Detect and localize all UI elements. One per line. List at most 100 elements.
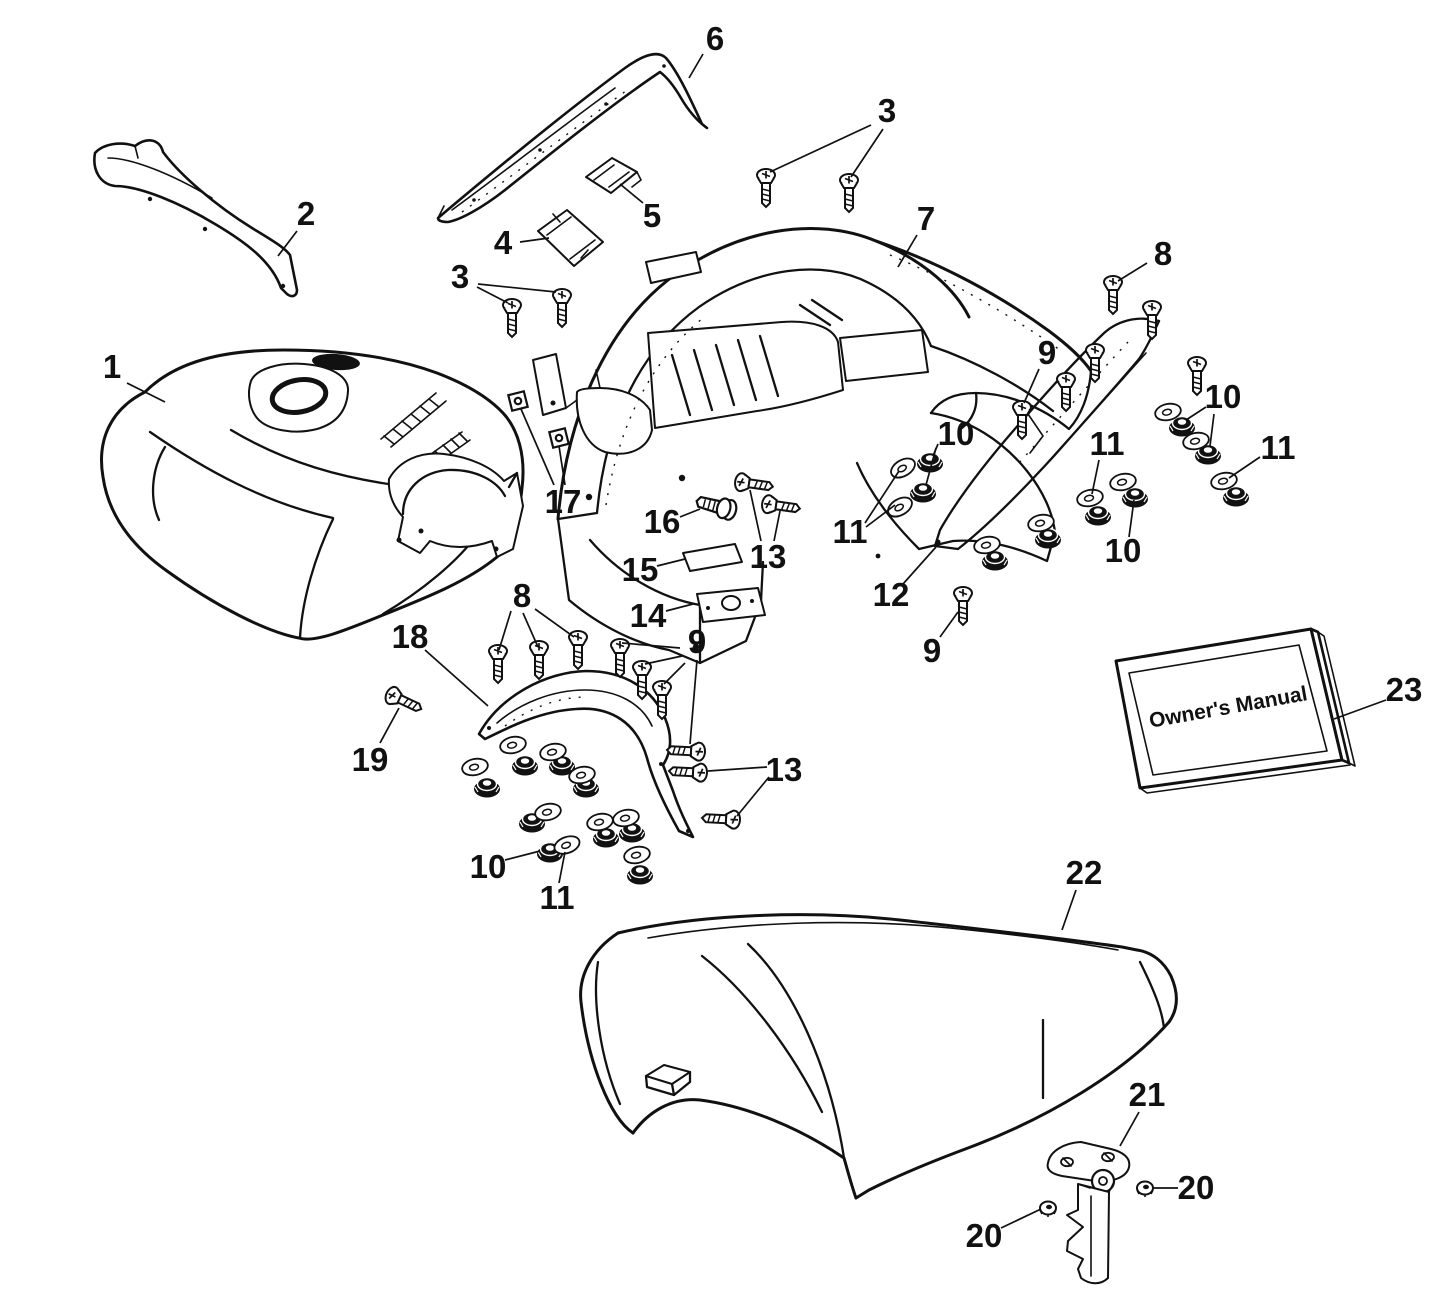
leader-line-10 [1209, 413, 1215, 447]
seat-part-22 [579, 913, 1178, 1200]
callout-number-11: 11 [1090, 425, 1125, 462]
callout-number-13: 13 [750, 538, 787, 575]
callout-number-11: 11 [540, 879, 575, 916]
leader-line-16 [679, 508, 701, 518]
cap-nut-icon [1039, 1200, 1057, 1218]
screw-icon [702, 809, 741, 829]
callout-number-9: 9 [1038, 334, 1056, 371]
leader-line-10 [1185, 406, 1207, 421]
leader-line-9 [1023, 368, 1040, 404]
flange-nut-icon [473, 776, 501, 799]
leader-line-10 [925, 447, 937, 486]
leader-line-10 [1128, 499, 1135, 538]
callout-number-19: 19 [352, 741, 389, 778]
pad-part-15 [682, 543, 743, 572]
callout-number-8: 8 [513, 577, 531, 614]
flange-nut-icon [909, 481, 937, 504]
callout-number-2: 2 [297, 195, 315, 232]
leader-line-2 [277, 230, 298, 257]
screw-icon [1187, 356, 1207, 396]
leader-line-4 [519, 237, 550, 243]
callout-number-23: 23 [1386, 671, 1423, 708]
callout-number-12: 12 [873, 576, 910, 613]
leader-line-9 [644, 655, 683, 665]
screw-icon [529, 640, 549, 680]
flange-nut-icon [626, 863, 654, 886]
leader-line-9 [621, 642, 681, 649]
screw-icon [552, 288, 572, 328]
screw-icon [1012, 400, 1032, 440]
screw-icon [667, 741, 706, 761]
leader-line-5 [619, 183, 644, 204]
callout-number-3: 3 [878, 92, 896, 129]
screw-icon [761, 494, 801, 517]
side-trim-strip-part-12 [933, 317, 1161, 551]
plate-part-14 [696, 587, 766, 623]
leader-line-14 [665, 603, 694, 612]
callout-number-10: 10 [470, 848, 507, 885]
leader-line-22 [1061, 889, 1077, 931]
callout-number-10: 10 [1205, 378, 1242, 415]
leader-line-17 [558, 445, 566, 486]
leader-line-8 [498, 610, 512, 651]
fender-flare-part-18 [477, 669, 695, 839]
leader-line-12 [902, 546, 937, 585]
leader-line-3 [769, 124, 872, 173]
leader-line-20 [1000, 1208, 1042, 1229]
screw-icon [1056, 372, 1076, 412]
callout-number-3: 3 [451, 258, 469, 295]
square-clip-icon [507, 390, 529, 412]
owners-manual-book: Owner's Manual [1114, 627, 1356, 794]
rear-body-part-7 [532, 226, 1093, 665]
callout-number-6: 6 [706, 20, 724, 57]
washer-icon [621, 843, 653, 867]
flange-nut-icon [511, 754, 539, 777]
callout-number-22: 22 [1066, 854, 1103, 891]
leader-line-15 [656, 558, 686, 567]
flange-nut-icon [1084, 504, 1112, 527]
callout-number-13: 13 [766, 751, 803, 788]
leader-line-11 [865, 504, 896, 528]
leader-line-13 [773, 510, 781, 542]
washer-icon [886, 453, 920, 483]
leader-line-8 [522, 612, 539, 648]
leader-line-19 [379, 707, 400, 744]
callout-number-10: 10 [1105, 532, 1142, 569]
leader-line-9 [689, 659, 698, 745]
screw-icon [502, 298, 522, 338]
screw-icon [953, 586, 973, 626]
screw-icon [1103, 275, 1123, 315]
front-right-trim-strip-part-6 [436, 52, 709, 224]
callout-number-18: 18 [392, 618, 429, 655]
screw-icon [756, 168, 776, 208]
front-left-trim-strip-part-2 [93, 139, 299, 298]
leader-line-9 [663, 662, 686, 685]
leader-line-11 [558, 851, 566, 884]
screw-icon [568, 630, 588, 670]
cap-nut-icon [1136, 1180, 1154, 1198]
leader-line-7 [897, 234, 918, 268]
leader-line-3 [850, 128, 884, 178]
callout-number-11: 11 [1261, 429, 1296, 466]
leader-line-3 [476, 286, 509, 304]
leader-line-8 [1117, 262, 1148, 282]
leader-line-6 [688, 53, 704, 79]
callout-number-4: 4 [494, 224, 513, 261]
seat-latch-bracket-part-21 [1046, 1141, 1131, 1285]
screw-icon [839, 173, 859, 213]
leader-line-11 [864, 470, 900, 524]
leader-line-8 [534, 608, 575, 638]
leader-line-23 [1333, 699, 1387, 720]
leader-line-9 [939, 611, 959, 638]
screw-icon [488, 644, 508, 684]
leader-line-18 [424, 649, 489, 707]
flange-nut-icon [1222, 485, 1250, 508]
owners-manual-title: Owner's Manual [1147, 682, 1309, 732]
callout-number-16: 16 [644, 503, 681, 540]
washer-icon [532, 800, 564, 824]
bracket-part-5 [585, 157, 642, 194]
leader-line-17 [520, 408, 555, 486]
screw-icon [669, 762, 708, 782]
